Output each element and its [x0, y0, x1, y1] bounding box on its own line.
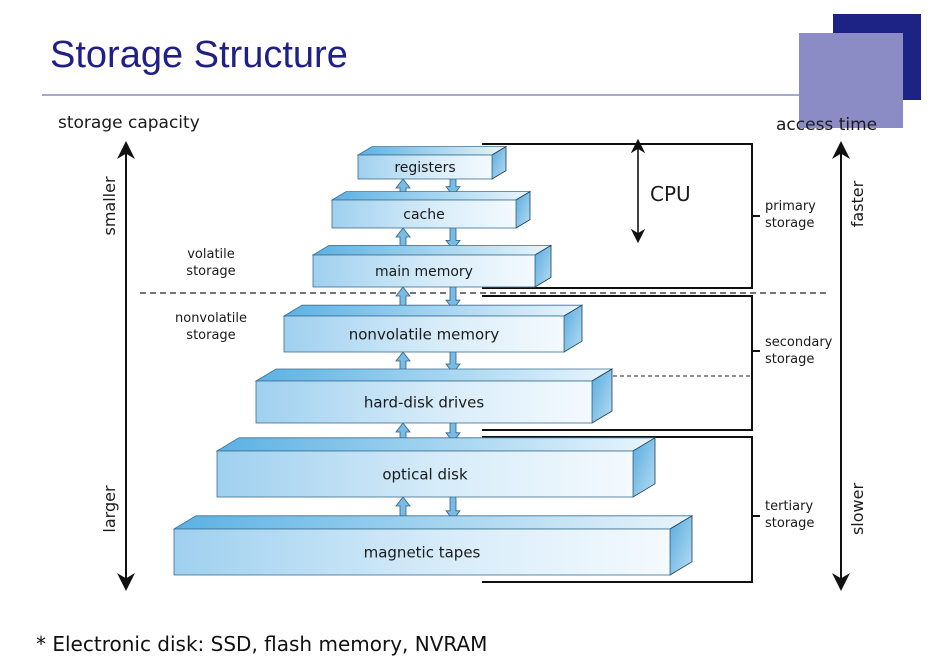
nonvolatile-label-line1: nonvolatile — [175, 311, 247, 326]
level-box-main-memory: main memory — [311, 244, 553, 288]
transfer-up-arrow-4 — [395, 351, 411, 372]
level-label-cache: cache — [403, 207, 444, 223]
slide-title: Storage Structure — [50, 34, 348, 76]
level-label-hard-disk-drives: hard-disk drives — [364, 393, 484, 411]
transfer-up-arrow-3 — [395, 286, 411, 308]
transfer-up-arrow-2 — [395, 227, 411, 248]
corner-decoration-light — [799, 33, 903, 128]
right-axis-bottom-label: slower — [848, 483, 867, 536]
level-box-optical-disk: optical disk — [215, 437, 657, 498]
tertiary-storage-label-line1: tertiary — [765, 499, 813, 514]
transfer-up-arrow-5 — [395, 422, 411, 441]
footnote: * Electronic disk: SSD, flash memory, NV… — [36, 632, 488, 656]
right-axis-top-label: faster — [848, 180, 867, 227]
tertiary-storage-bracket — [482, 436, 760, 583]
right-axis-heading: access time — [776, 115, 877, 135]
level-box-magnetic-tapes: magnetic tapes — [172, 515, 694, 576]
secondary-storage-label-line1: secondary — [765, 335, 833, 350]
left-axis-heading: storage capacity — [58, 113, 200, 133]
transfer-up-arrow-6 — [395, 496, 411, 519]
cpu-label: CPU — [650, 182, 691, 206]
secondary-storage-bracket — [482, 295, 760, 431]
level-label-main-memory: main memory — [375, 264, 473, 280]
level-label-registers: registers — [394, 160, 455, 176]
primary-storage-label-line2: storage — [765, 216, 814, 231]
level-label-magnetic-tapes: magnetic tapes — [364, 543, 481, 561]
primary-storage-label-line1: primary — [765, 199, 816, 214]
level-label-optical-disk: optical disk — [382, 465, 468, 483]
level-box-cache: cache — [330, 190, 532, 229]
primary-storage-bracket — [482, 143, 760, 289]
left-axis-bottom-label: larger — [100, 485, 119, 533]
level-label-nonvolatile-memory: nonvolatile memory — [349, 325, 500, 343]
level-box-registers: registers — [356, 145, 508, 180]
hierarchy-levels: registers cache main memory nonvolatile mem… — [172, 145, 694, 576]
title-divider — [42, 94, 800, 96]
nonvolatile-label-line2: storage — [186, 328, 235, 343]
level-box-nonvolatile-memory: nonvolatile memory — [282, 304, 584, 353]
tertiary-storage-label-line2: storage — [765, 516, 814, 531]
volatile-label-line2: storage — [186, 264, 235, 279]
left-axis-top-label: smaller — [100, 176, 119, 235]
volatile-label-line1: volatile — [187, 247, 235, 262]
level-box-hard-disk-drives: hard-disk drives — [254, 368, 614, 424]
secondary-storage-label-line2: storage — [765, 352, 814, 367]
